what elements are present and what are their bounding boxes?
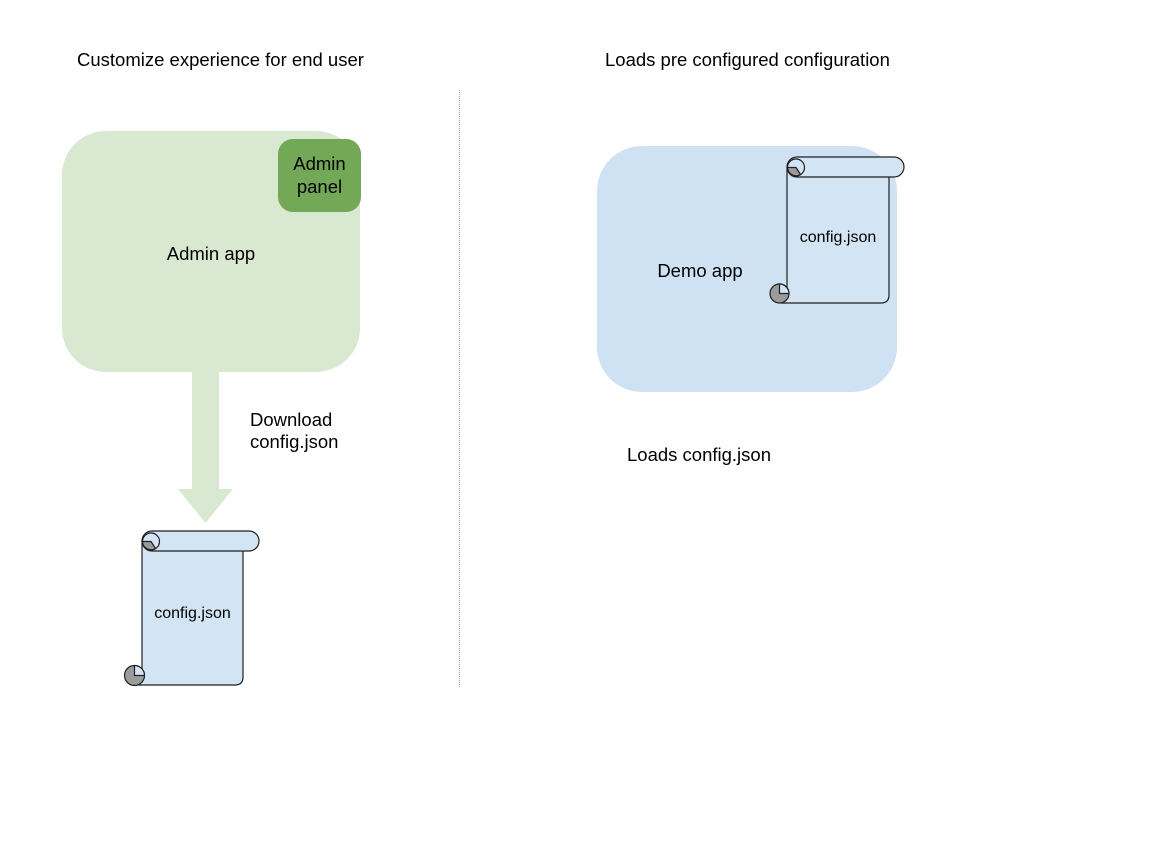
loads-config-caption: Loads config.json [627, 444, 771, 465]
right-section-title: Loads pre configured configuration [605, 49, 890, 70]
section-divider [459, 90, 460, 687]
config-scroll-right-icon [769, 156, 905, 304]
download-caption: Download config.json [250, 409, 339, 452]
admin-panel-label: Admin panel [293, 153, 346, 197]
config-json-label-left: config.json [154, 605, 231, 622]
down-arrow-icon [178, 371, 233, 523]
admin-app-label: Admin app [166, 243, 256, 264]
config-json-label-right: config.json [799, 229, 877, 246]
config-scroll-left-icon [123, 530, 260, 687]
left-section-title: Customize experience for end user [77, 49, 364, 70]
demo-app-label: Demo app [657, 260, 743, 281]
admin-panel-shape: Admin panel [278, 139, 361, 212]
